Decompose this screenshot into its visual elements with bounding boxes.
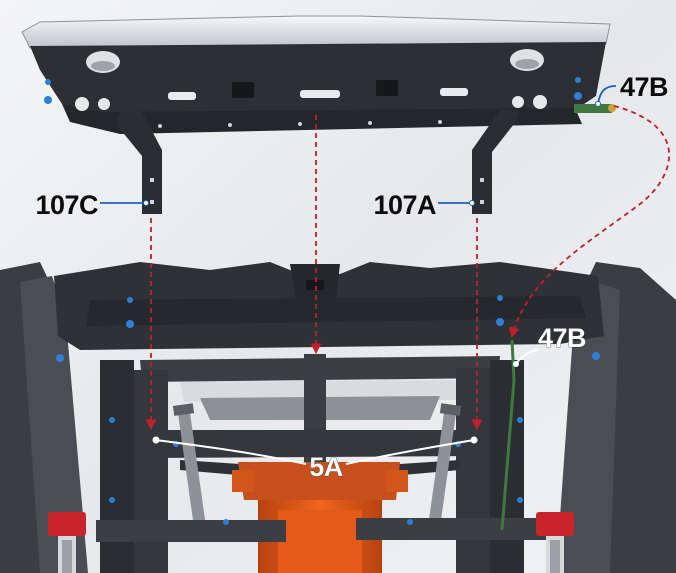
- wiring-harness: [500, 339, 516, 531]
- leader-lines: [100, 85, 617, 465]
- label-107c: 107C: [35, 190, 98, 220]
- arrow-harness-route: [509, 105, 670, 339]
- chassis-assembly: [0, 262, 676, 573]
- shock-left: [172, 403, 207, 531]
- label-107a: 107A: [373, 190, 436, 220]
- shock-right: [427, 403, 462, 531]
- tail-light-right: [510, 49, 544, 71]
- rear-bumper-assembly: [21, 15, 616, 214]
- label-47b-top: 47B: [620, 72, 668, 102]
- tail-light-left: [86, 51, 120, 73]
- red-component-right: [536, 512, 574, 573]
- harness-plug: [574, 104, 612, 113]
- label-5a: 5A: [309, 452, 343, 482]
- assembly-arrows: [145, 105, 670, 431]
- label-47b-bottom: 47B: [538, 323, 586, 353]
- bracket-107a: [472, 110, 520, 214]
- red-component-left: [48, 512, 86, 573]
- bracket-107c: [116, 112, 162, 214]
